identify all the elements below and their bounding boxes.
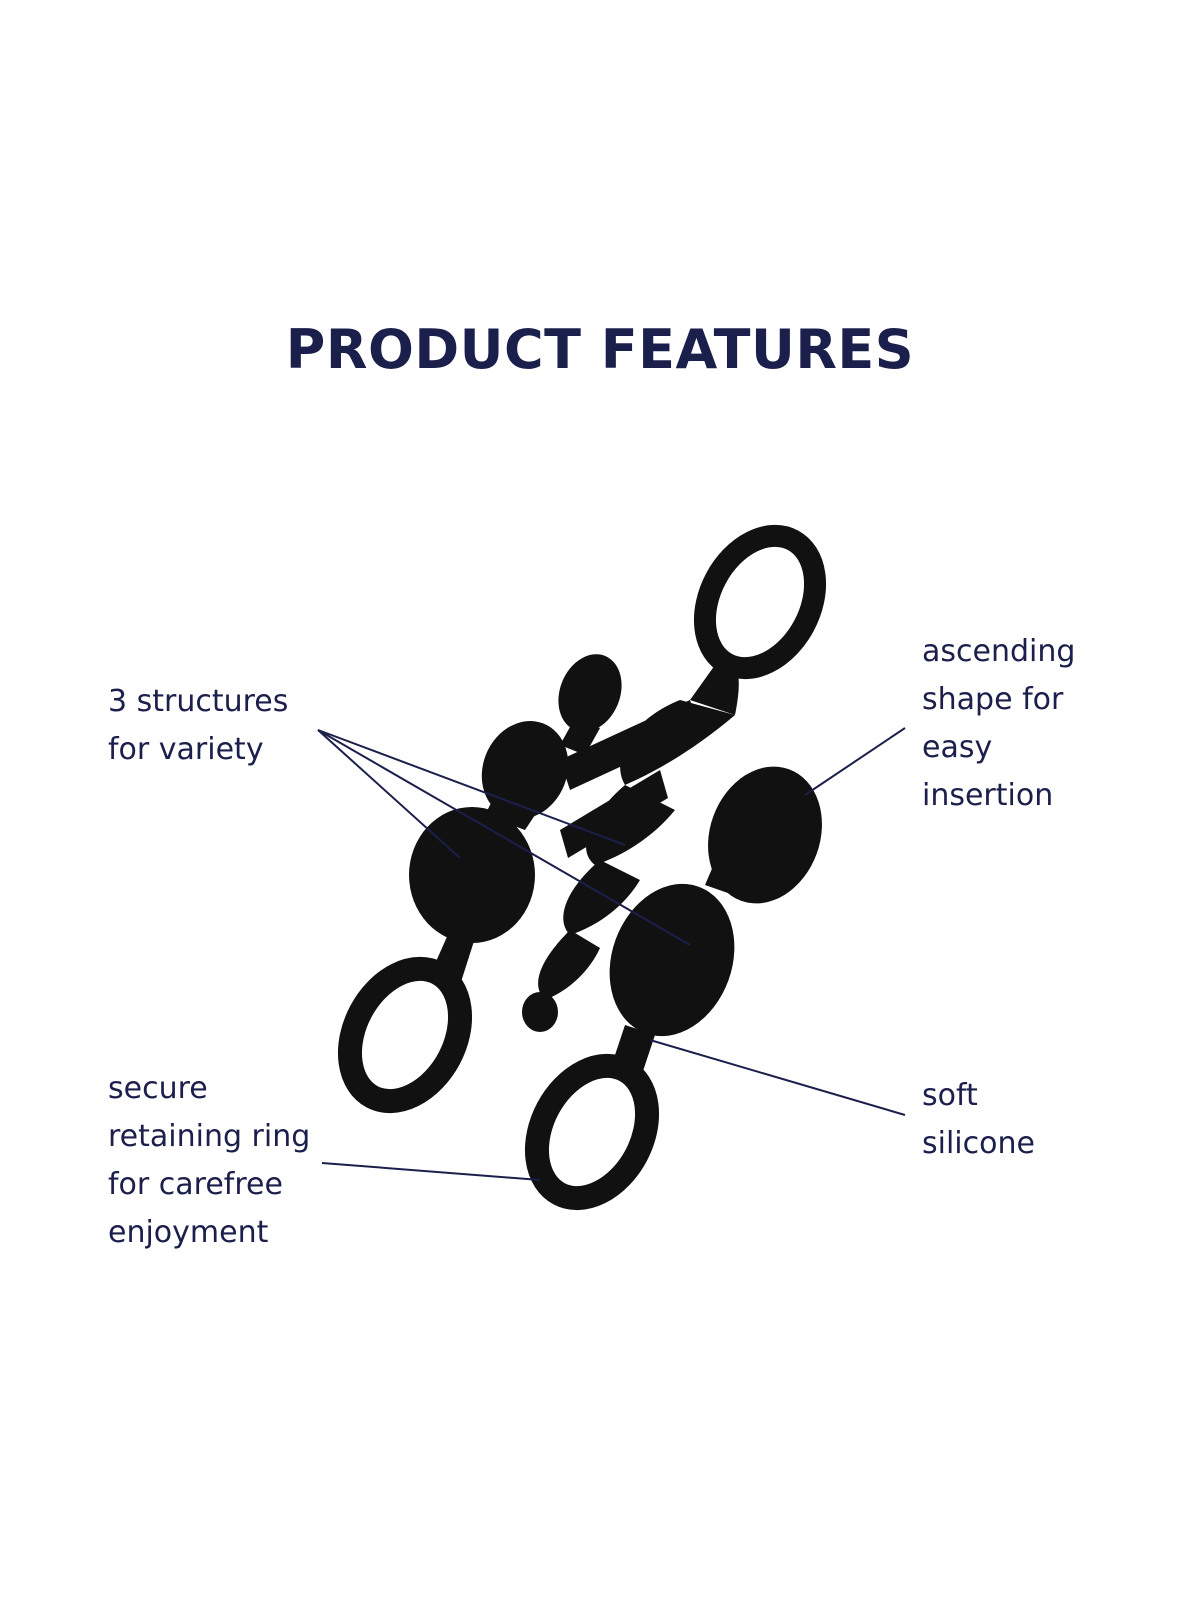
callout-ascending-line-1: ascending <box>922 634 1076 669</box>
callout-ring: secure retaining ring for carefree enjoy… <box>108 1065 310 1257</box>
callout-ring-line-1: secure <box>108 1071 208 1106</box>
callout-silicone-line-1: soft <box>922 1078 978 1113</box>
page-title: PRODUCT FEATURES <box>285 318 915 381</box>
twisted-plug-illustration <box>522 524 827 1032</box>
callout-ascending: ascending shape for easy insertion <box>922 628 1075 820</box>
callout-silicone: soft silicone <box>922 1072 1035 1168</box>
callout-ascending-line-3: easy <box>922 730 993 765</box>
callout-structures-line-2: for variety <box>108 732 264 767</box>
ascending-plug-illustration <box>524 766 822 1211</box>
callout-ring-line-2: retaining ring <box>108 1119 311 1154</box>
callout-ascending-line-4: insertion <box>922 778 1054 813</box>
leader-lines <box>317 727 906 1181</box>
callout-structures-line-1: 3 structures <box>108 684 289 719</box>
callout-ascending-line-2: shape for <box>922 682 1064 717</box>
callout-silicone-line-2: silicone <box>922 1126 1035 1161</box>
callout-ring-line-4: enjoyment <box>108 1215 269 1250</box>
callout-structures: 3 structures for variety <box>108 678 288 774</box>
callout-ring-line-3: for carefree <box>108 1167 283 1202</box>
